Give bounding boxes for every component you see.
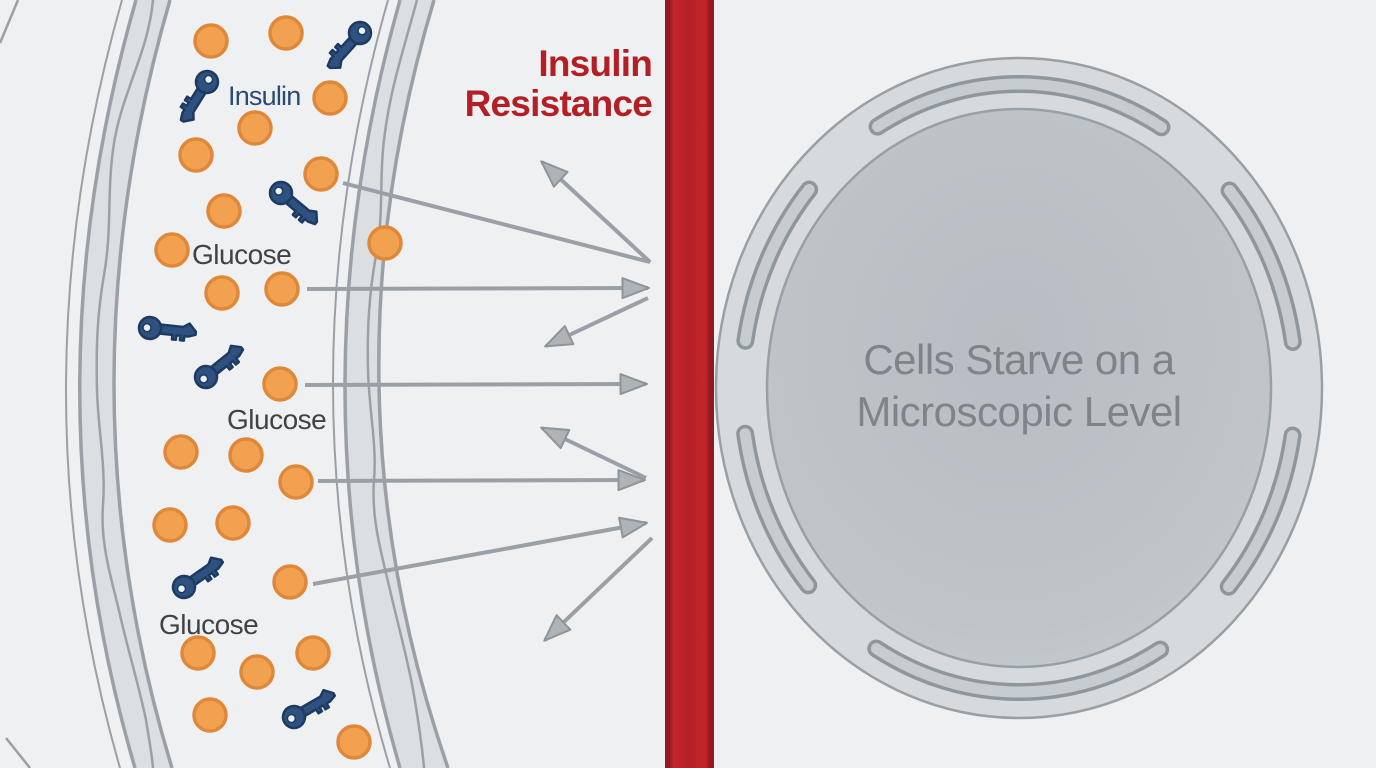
blocked-arrow-icon <box>312 516 648 586</box>
vessel-wall-edge <box>78 0 138 768</box>
cell-cytoplasm <box>765 107 1273 669</box>
bounced-arrow-icon <box>540 426 647 480</box>
resistance-barrier <box>665 0 714 768</box>
glucose-dot-icon <box>193 23 229 59</box>
insulin-key-icon <box>277 683 341 734</box>
blood-vessel-left-wall <box>65 0 174 768</box>
page-title: Insulin Resistance <box>464 43 653 124</box>
glucose-dot-icon <box>336 724 372 760</box>
glucose-label-1: Glucose <box>192 239 292 270</box>
glucose-dot-icon <box>163 434 199 470</box>
insulin-label: Insulin <box>228 81 301 111</box>
glucose-label-2: Glucose <box>227 404 327 435</box>
vessel-wall-edge <box>343 0 402 768</box>
glucose-dots <box>152 15 403 760</box>
arrows <box>304 160 654 642</box>
insulin-key-icon <box>172 65 224 129</box>
glucose-dot-icon <box>295 635 331 671</box>
glucose-dot-icon <box>192 697 228 733</box>
glucose-dot-icon <box>272 564 308 600</box>
glucose-dot-icon <box>262 366 298 402</box>
corner-accent-line <box>5 737 31 768</box>
vessel-wall-inner-wave <box>95 0 155 768</box>
insulin-key-icon <box>136 314 199 345</box>
blocked-arrow-icon <box>306 277 650 300</box>
insulin-key-icon <box>319 16 377 76</box>
cell-caption-line-2: Microscopic Level <box>856 388 1182 435</box>
vessel-wall-edge <box>112 0 174 768</box>
starving-cell <box>714 56 1324 720</box>
blocked-arrow-icon <box>304 373 648 396</box>
cell-membrane-segments <box>736 78 1302 698</box>
glucose-dot-icon <box>278 464 314 500</box>
glucose-dot-icon <box>303 156 339 192</box>
glucose-dot-icon <box>204 275 240 311</box>
cell-caption: Cells Starve on a Microscopic Level <box>719 334 1319 438</box>
vessel-wall-inner-wave <box>366 0 426 768</box>
glucose-dot-icon <box>268 15 304 51</box>
title-line-1: Insulin <box>538 43 652 84</box>
glucose-dot-icon <box>237 110 273 146</box>
glucose-label-3: Glucose <box>159 609 259 640</box>
glucose-dot-icon <box>152 507 188 543</box>
corner-accent-line <box>0 0 20 44</box>
blocked-arrow-icon <box>317 469 646 492</box>
vessel-wall-outer-line <box>332 0 391 768</box>
glucose-dot-icon <box>154 232 190 268</box>
glucose-dot-icon <box>264 271 300 307</box>
vessel-wall-outer-line <box>65 0 123 768</box>
glucose-dot-icon <box>367 225 403 261</box>
glucose-dot-icon <box>228 437 264 473</box>
insulin-key-icon <box>189 338 250 394</box>
glucose-dot-icon <box>312 80 348 116</box>
vessel-wall-band <box>79 0 172 768</box>
bounced-arrow-icon <box>544 296 649 348</box>
bounced-arrow-icon <box>543 536 654 642</box>
cell-caption-line-1: Cells Starve on a <box>863 336 1175 383</box>
glucose-dot-icon <box>180 635 216 671</box>
vessel-wall-edge <box>377 0 450 768</box>
glucose-dot-icon <box>239 654 275 690</box>
glucose-dot-icon <box>206 193 242 229</box>
insulin-key-icon <box>167 550 230 604</box>
bounced-arrow-icon <box>342 160 652 264</box>
glucose-dot-icon <box>178 137 214 173</box>
glucose-dot-icon <box>215 505 251 541</box>
title-line-2: Resistance <box>464 83 653 124</box>
